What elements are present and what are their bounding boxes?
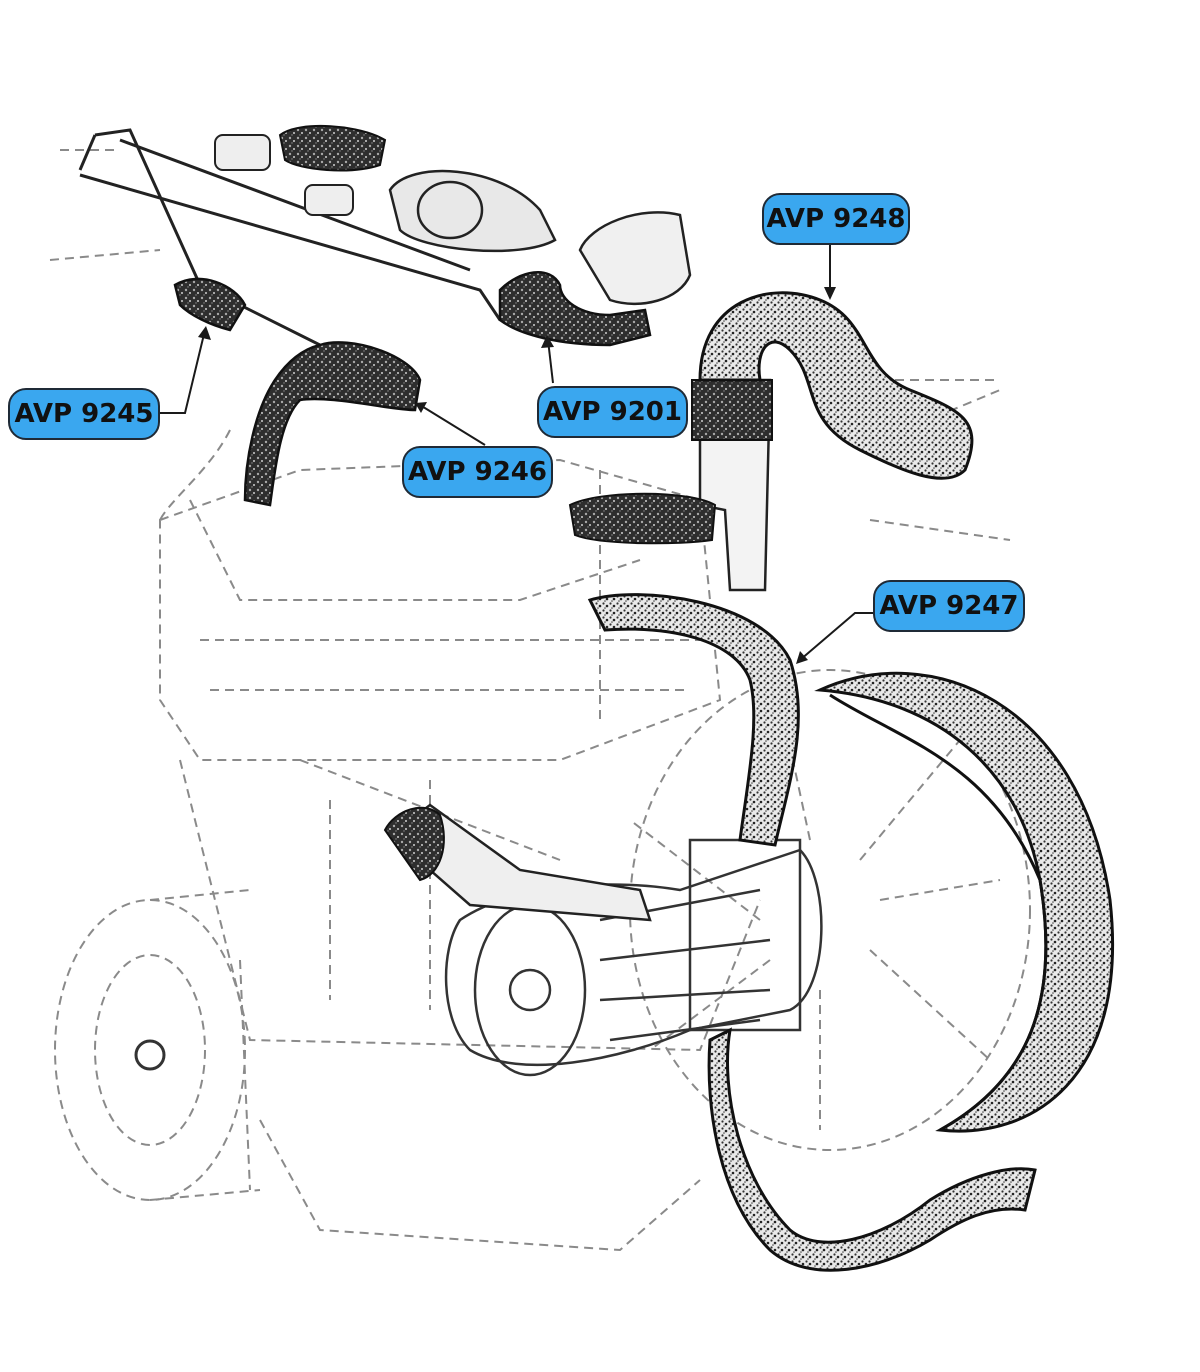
leader-avp-9247 bbox=[799, 612, 875, 661]
pulley-hub bbox=[134, 1039, 166, 1071]
hose-avp-9245 bbox=[173, 277, 247, 332]
fan-shroud bbox=[814, 671, 1115, 1133]
callout-avp-9248[interactable]: AVP 9248 bbox=[762, 193, 910, 245]
hose-avp-9201 bbox=[498, 271, 652, 347]
thermostat-housing bbox=[214, 125, 692, 305]
upper-pipe-assembly bbox=[78, 128, 502, 352]
leader-avp-9245 bbox=[160, 329, 206, 414]
callout-avp-9246[interactable]: AVP 9246 bbox=[402, 446, 553, 498]
callout-avp-9247[interactable]: AVP 9247 bbox=[873, 580, 1025, 632]
pump-inlet-tube bbox=[383, 803, 652, 922]
filler-neck bbox=[568, 378, 773, 592]
crankshaft-pulley bbox=[54, 889, 261, 1201]
callout-avp-9245[interactable]: AVP 9245 bbox=[8, 388, 160, 440]
leader-arrowheads bbox=[198, 287, 836, 664]
hose-avp-9247 bbox=[587, 593, 800, 847]
callout-avp-9201[interactable]: AVP 9201 bbox=[537, 386, 688, 438]
hose-avp-9246 bbox=[243, 341, 422, 507]
hose-avp-9248 bbox=[698, 291, 974, 480]
lower-radiator-hose bbox=[707, 1027, 1037, 1272]
leader-avp-9246 bbox=[419, 404, 486, 446]
